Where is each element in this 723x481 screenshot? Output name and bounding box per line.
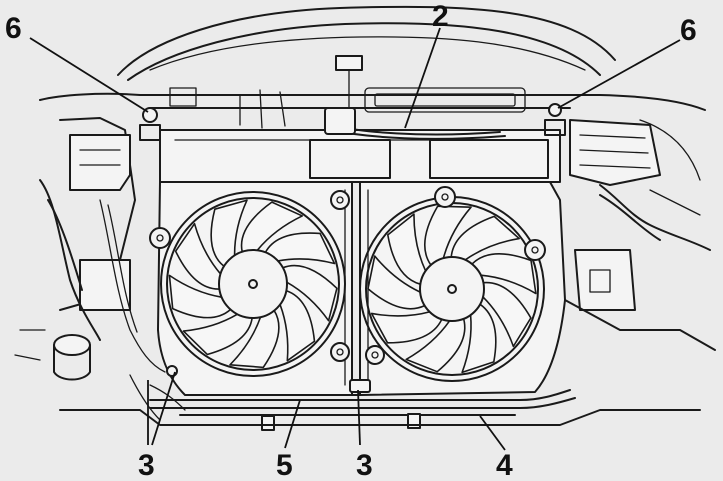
upper-cross-member: [39, 87, 706, 183]
leader-3-mid: [357, 389, 361, 446]
left-side-components: [14, 117, 166, 381]
leader-3-left-b: [151, 371, 176, 446]
fan-blade: [405, 318, 466, 373]
fan-blade: [210, 199, 248, 268]
fan-blade: [240, 201, 304, 253]
callout-3-left: 3: [138, 449, 155, 481]
upper-mount-left: [139, 107, 161, 141]
callout-3-mid: 3: [356, 449, 373, 481]
fan-blade: [450, 215, 520, 261]
callout-6-left: 6: [5, 12, 22, 45]
fan-blade: [424, 205, 472, 266]
fan-blade: [279, 289, 316, 362]
fan-blade: [370, 311, 443, 344]
callout-5: 5: [276, 449, 293, 481]
fan-blade: [182, 313, 253, 356]
fan-blade: [229, 309, 280, 369]
leader-6-right: [557, 39, 681, 109]
fan-blade: [174, 222, 222, 290]
callout-2: 2: [432, 0, 449, 33]
wiring-harness-top: [169, 55, 506, 140]
fan-blade: [471, 253, 537, 295]
fan-blade: [367, 255, 426, 310]
fan-blade: [264, 232, 336, 265]
leader-2: [404, 27, 441, 129]
fan-blade: [461, 303, 497, 374]
hood: [117, 5, 616, 81]
upper-mount-right: [544, 103, 566, 136]
fan-blade: [387, 213, 427, 285]
shroud-bosses: [149, 186, 546, 365]
fan-blade: [482, 281, 532, 348]
right-side-components: [564, 119, 716, 351]
leader-6-left: [29, 37, 149, 113]
callout-4: 4: [496, 449, 513, 481]
fan-blade: [168, 274, 232, 319]
callout-6-right: 6: [680, 14, 697, 47]
callout-labels: 6 2 6 3 5 3 4: [5, 0, 697, 481]
fan-left: [160, 191, 346, 377]
leader-4: [479, 415, 506, 451]
fan-right: [359, 196, 545, 382]
leader-5: [284, 399, 301, 449]
fan-blade: [282, 264, 338, 322]
leader-lines: [29, 27, 681, 451]
